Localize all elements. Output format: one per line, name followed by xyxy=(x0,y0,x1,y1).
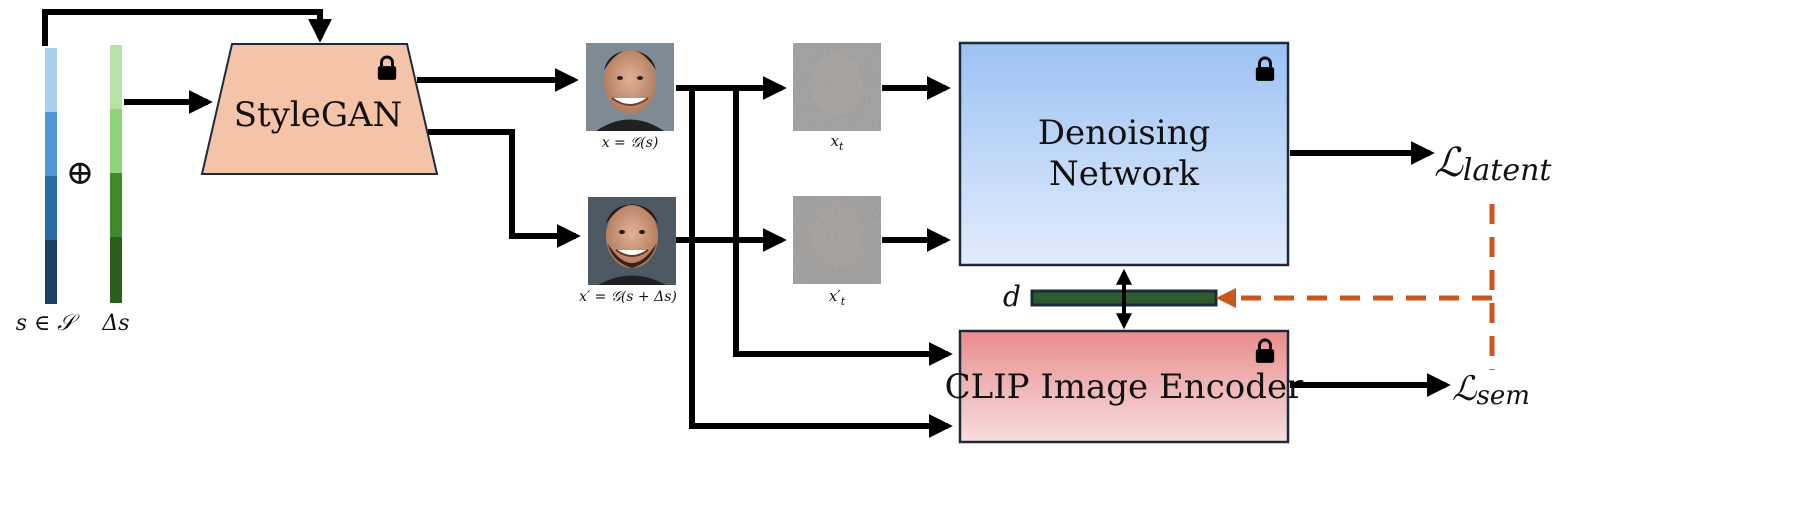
s-to-stylegan-arrow xyxy=(42,9,332,46)
latent-loss-label: ℒlatent xyxy=(1434,140,1552,188)
latent-loss-subscript: latent xyxy=(1463,153,1553,188)
clip-image-encoder-block xyxy=(958,329,1290,444)
latent-code-s xyxy=(45,48,57,304)
delta-s-segment xyxy=(110,173,122,237)
sem-loss-subscript: sem xyxy=(1477,381,1530,411)
delta-s-segment xyxy=(110,45,122,109)
xprime-to-clip-arrow xyxy=(733,88,953,366)
x-to-clip-arrow xyxy=(689,88,953,438)
loss-feedback-dashed-line xyxy=(1226,204,1495,370)
image-xt-prime xyxy=(793,196,881,284)
image-xt xyxy=(793,43,881,131)
sem-loss-label: ℒsem xyxy=(1452,369,1530,411)
stylegan-to-xprime-arrow xyxy=(428,129,581,248)
latent-s-segment xyxy=(45,176,57,240)
xt-caption: xt xyxy=(831,132,844,153)
x-caption: x = 𝒢(s) xyxy=(602,135,659,151)
denoising-network-block xyxy=(958,41,1290,267)
sem-loss-symbol: ℒ xyxy=(1452,369,1478,409)
s-label: s ∈ 𝒮 xyxy=(16,311,81,336)
x-prime-caption: x′ = 𝒢(s + Δs) xyxy=(579,289,677,305)
denoiser-title-line2: Network xyxy=(1049,154,1199,194)
delta-s-segment xyxy=(110,237,122,303)
delta-s-label: Δs xyxy=(101,311,129,336)
latent-s-segment xyxy=(45,240,57,304)
latent-loss-symbol: ℒ xyxy=(1434,140,1464,186)
direction-label: d xyxy=(1003,280,1021,313)
image-x xyxy=(586,43,674,131)
oplus-symbol: ⊕ xyxy=(66,153,95,193)
latent-s-segment xyxy=(45,112,57,176)
xt-prime-caption: x′t xyxy=(829,287,846,308)
latent-s-segment xyxy=(45,48,57,112)
denoiser-title-line1: Denoising xyxy=(1038,113,1211,153)
delta-s-segment xyxy=(110,109,122,173)
image-x-prime xyxy=(588,197,676,285)
latent-delta-s xyxy=(110,45,122,303)
stylegan-title: StyleGAN xyxy=(234,95,403,135)
clip-title: CLIP Image Encoder xyxy=(945,367,1304,407)
